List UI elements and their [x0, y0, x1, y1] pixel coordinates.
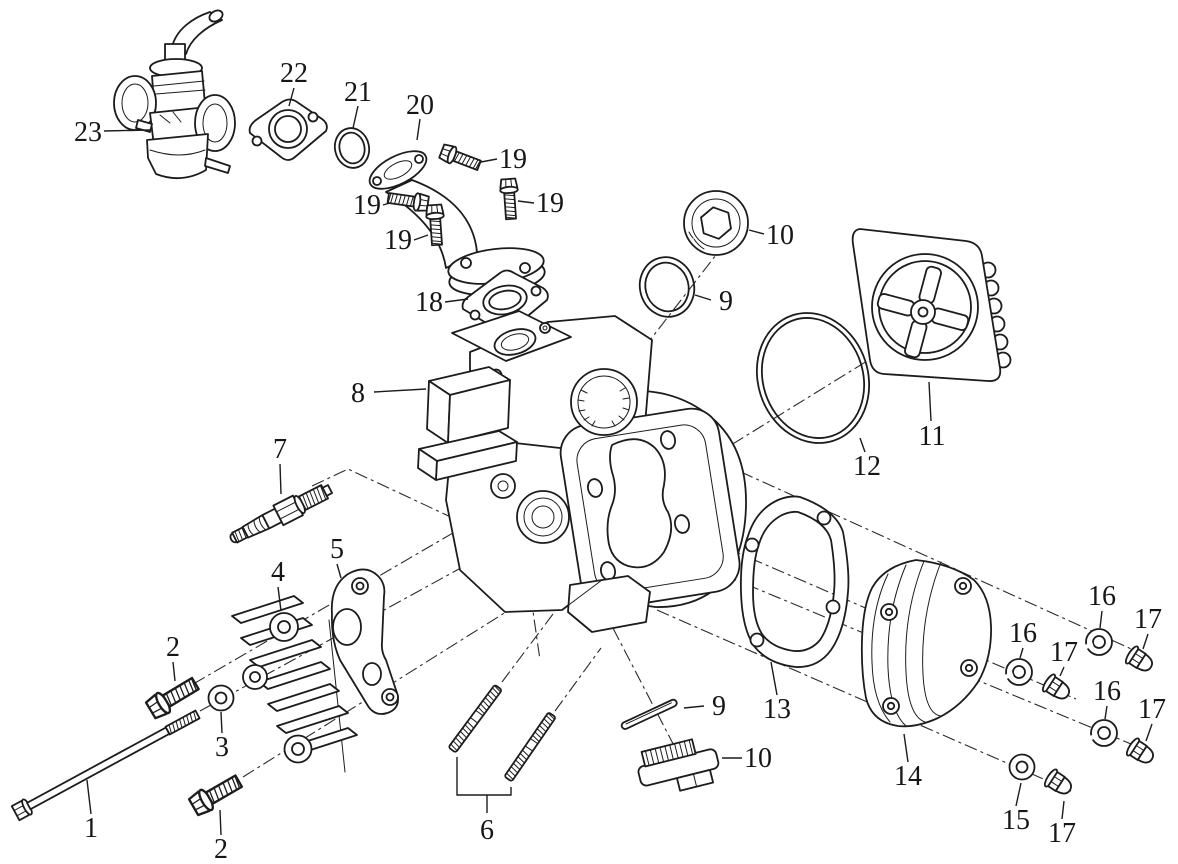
callout-2-upper: 2 [166, 632, 180, 663]
acorn-nut-17b [1039, 671, 1075, 705]
finned-side-cover [231, 595, 358, 773]
callout-4: 4 [271, 557, 285, 588]
acorn-nut-17c [1123, 735, 1159, 769]
callout-19-a: 19 [499, 144, 527, 175]
leader-lines [86, 87, 1153, 836]
callout-labels: 23 22 21 20 19 19 19 19 18 10 9 11 12 8 … [74, 58, 1166, 864]
callout-1: 1 [84, 813, 98, 844]
callout-22: 22 [280, 58, 308, 89]
callout-12: 12 [853, 451, 881, 482]
flat-washer-16a [1083, 628, 1113, 656]
callout-8: 8 [351, 378, 365, 409]
callout-16-top: 16 [1088, 581, 1116, 612]
callout-3: 3 [215, 732, 229, 763]
stud-bolt-b [503, 711, 557, 783]
acorn-nut-17d [1041, 766, 1077, 800]
carburetor-gasket [248, 98, 328, 161]
callout-19-d: 19 [384, 225, 412, 256]
camshaft-cover-plate [851, 228, 1012, 382]
tappet-cap-o-ring-lower [620, 698, 678, 730]
callout-17-low: 17 [1048, 818, 1076, 849]
tappet-cover-cap-top [683, 190, 749, 256]
carburetor [113, 9, 236, 180]
bracket-plate [330, 568, 399, 715]
callout-15: 15 [1002, 805, 1030, 836]
side-cover-gasket [739, 495, 850, 668]
callout-6: 6 [480, 815, 494, 846]
flat-washer-15 [1008, 753, 1036, 781]
cylinder-head-body [445, 310, 747, 633]
side-block [417, 366, 518, 481]
acorn-nut-17a [1122, 643, 1158, 677]
long-bolt-1 [10, 709, 201, 822]
callout-17-mid: 17 [1050, 637, 1078, 668]
flat-washer-16c [1088, 719, 1118, 747]
spark-plug [229, 484, 333, 544]
flange-bolt-2-lower [186, 770, 246, 819]
callout-17-top: 17 [1134, 604, 1162, 635]
cover-plate-o-ring [755, 312, 871, 444]
flat-washer-16b [1003, 658, 1033, 686]
flat-washer-3 [207, 684, 235, 712]
callout-5: 5 [330, 534, 344, 565]
stud-bolt-a [447, 683, 503, 754]
callout-21: 21 [344, 77, 372, 108]
callout-14: 14 [894, 761, 922, 792]
callout-13: 13 [763, 694, 791, 725]
callout-18: 18 [415, 287, 443, 318]
callout-20: 20 [406, 90, 434, 121]
callout-2-lower: 2 [214, 834, 228, 864]
callout-19-b: 19 [536, 188, 564, 219]
tappet-cover-cap-lower [637, 738, 720, 792]
callout-10-top: 10 [766, 220, 794, 251]
callout-19-c: 19 [353, 190, 381, 221]
callout-11: 11 [919, 421, 946, 452]
callout-17-bot: 17 [1138, 694, 1166, 725]
callout-7: 7 [273, 434, 287, 465]
callout-9-top: 9 [719, 286, 733, 317]
callout-10-lower: 10 [744, 743, 772, 774]
callout-16-bot: 16 [1093, 676, 1121, 707]
callout-23: 23 [74, 117, 102, 148]
cylinder-head-side-cover [860, 559, 992, 728]
tappet-cap-o-ring-top [638, 256, 696, 318]
callout-9-lower: 9 [712, 691, 726, 722]
callout-16-mid: 16 [1009, 618, 1037, 649]
intake-o-ring [333, 127, 371, 169]
